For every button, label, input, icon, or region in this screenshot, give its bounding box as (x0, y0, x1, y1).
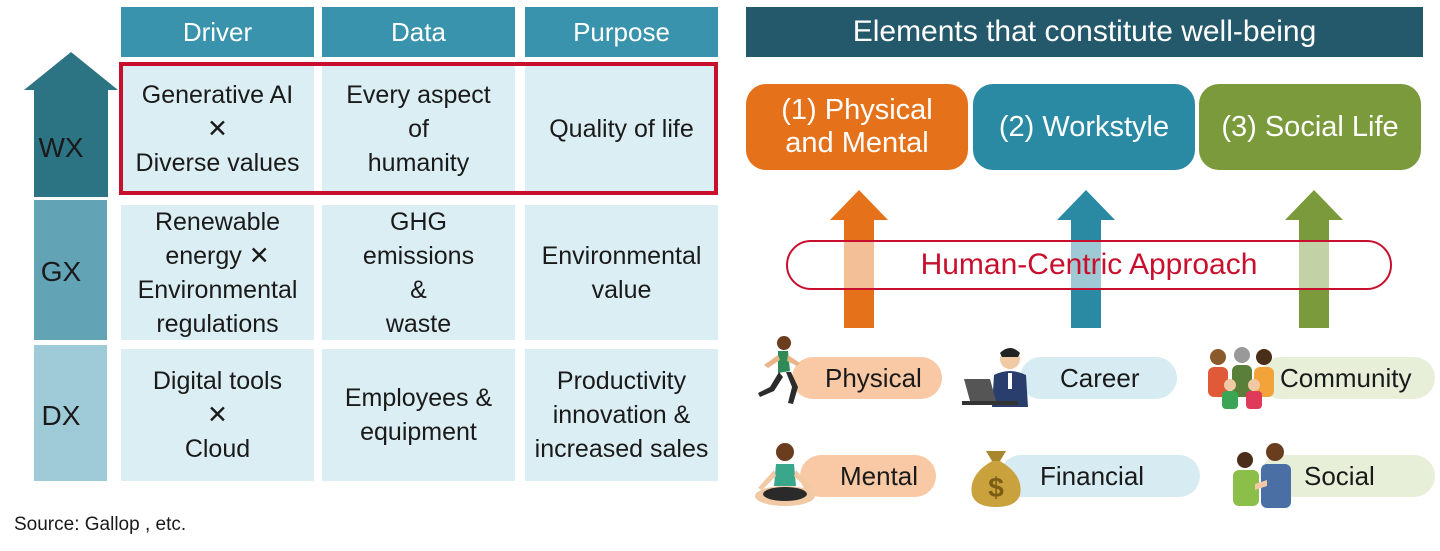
cell-gx-data: GHG emissions & waste (322, 205, 515, 340)
cell-gx-purpose: Environmental value (525, 205, 718, 340)
cell-dx-purpose: Productivity innovation & increased sale… (525, 349, 718, 481)
runner-icon (758, 336, 800, 404)
header-driver: Driver (121, 7, 314, 57)
cell-dx-data: Employees & equipment (322, 349, 515, 481)
wx-label: WX (38, 132, 84, 163)
pillar-physical-mental: (1) Physical and Mental (746, 84, 968, 170)
pillar-social-life: (3) Social Life (1199, 84, 1421, 170)
human-centric-approach: Human-Centric Approach (786, 240, 1392, 290)
wx-arrow-head (24, 52, 118, 197)
cell-wx-purpose: Quality of life (525, 64, 718, 193)
pillar-workstyle: (2) Workstyle (973, 84, 1195, 170)
cell-dx-driver: Digital tools ✕ Cloud (121, 349, 314, 481)
tag-community: Community (1260, 357, 1435, 399)
svg-text:$: $ (988, 472, 1004, 503)
dx-arrow-segment (34, 345, 107, 481)
wx-row-highlight (119, 62, 718, 195)
laptop-worker-icon (962, 348, 1028, 407)
cell-gx-driver: Renewable energy ✕ Environmental regulat… (121, 205, 314, 340)
cell-wx-driver: Generative AI ✕ Diverse values (121, 64, 314, 193)
source-note: Source: Gallop , etc. (14, 514, 187, 535)
meditation-icon (755, 443, 815, 506)
tag-physical: Physical (792, 357, 942, 399)
people-talking-icon (1233, 443, 1291, 508)
gx-arrow-segment (34, 200, 107, 340)
gx-label: GX (40, 256, 82, 287)
dx-label: DX (41, 400, 81, 431)
wellbeing-title: Elements that constitute well-being (746, 7, 1423, 57)
tag-career: Career (1020, 357, 1177, 399)
tag-financial: Financial (1000, 455, 1200, 497)
family-icon (1208, 347, 1274, 409)
cell-wx-data: Every aspect of humanity (322, 64, 515, 193)
header-data: Data (322, 7, 515, 57)
header-purpose: Purpose (525, 7, 718, 57)
tag-mental: Mental (800, 455, 936, 497)
money-bag-icon: $ (971, 451, 1021, 507)
